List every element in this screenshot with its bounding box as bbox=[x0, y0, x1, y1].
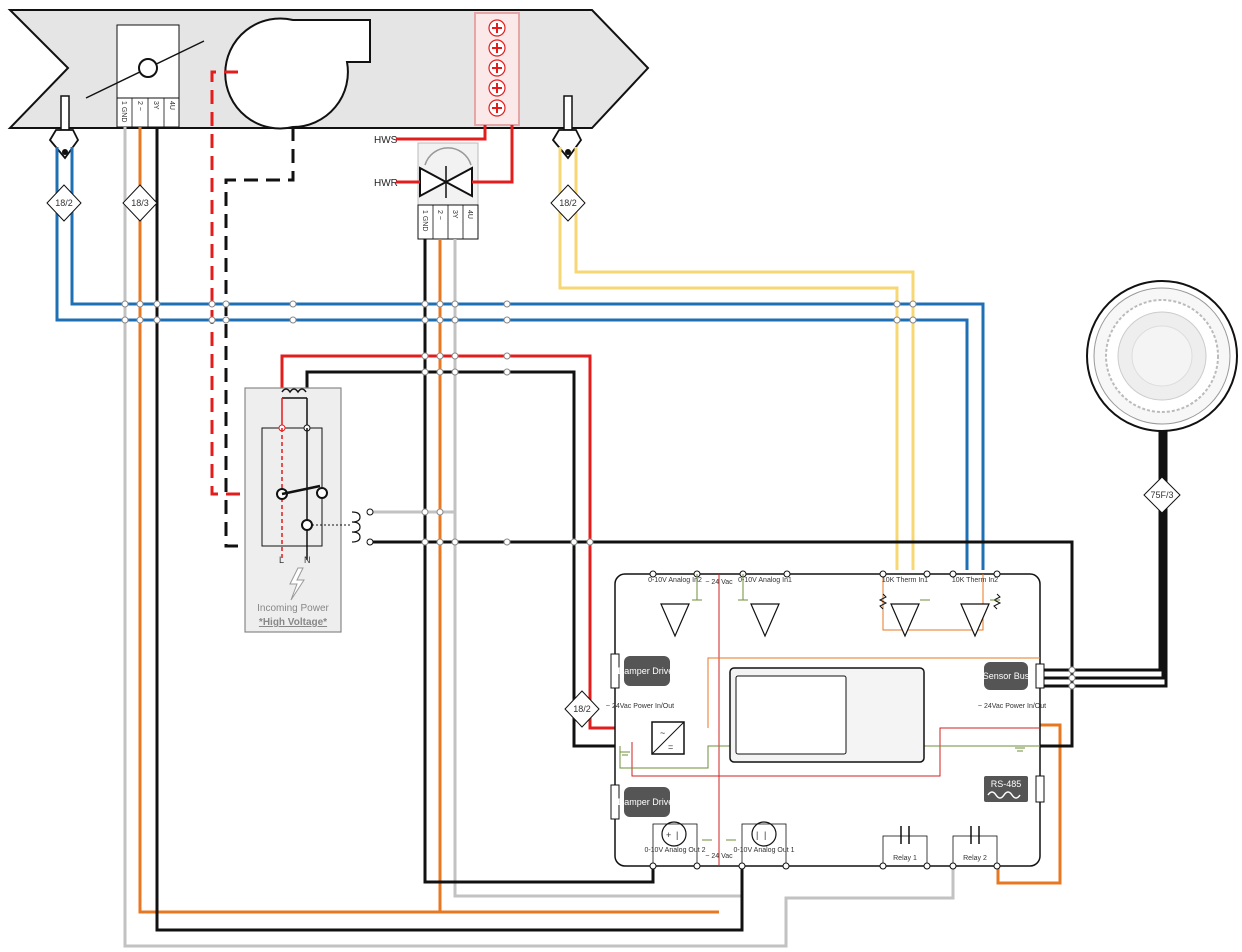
damper-driver-1: Damper Driver bbox=[610, 653, 677, 689]
thermistor-in2-block: 10K Therm In2 bbox=[949, 570, 1002, 638]
red-dashed-wire bbox=[210, 70, 268, 496]
hot-water-pipes bbox=[396, 125, 514, 184]
black-dashed-wire bbox=[224, 127, 295, 548]
cable-tag-power: 18/2 bbox=[564, 690, 600, 728]
damper-terminal-4: 4U bbox=[168, 101, 175, 110]
analog-in1-label: 0-10V Analog In1 bbox=[738, 577, 792, 584]
black-wires bbox=[155, 127, 1168, 932]
damper-terminal-1: 1 GND bbox=[120, 101, 127, 122]
high-voltage-warning: *High Voltage* bbox=[259, 617, 327, 628]
sensor-bus-label: Sensor Bus bbox=[983, 671, 1030, 681]
cable-tag-damper-actuator: 18/3 bbox=[122, 184, 158, 222]
analog-out1-block: | | 0-10V Analog Out 1 bbox=[733, 821, 795, 870]
power-left-label: ~ 24Vac Power In/Out bbox=[606, 703, 674, 710]
analog-in2-block: 0-10V Analog In2 bbox=[648, 570, 702, 638]
damper-terminal-3: 3Y bbox=[152, 101, 159, 110]
damper-driver-2-label: Damper Driver bbox=[618, 797, 677, 807]
hot-water-valve: 1 GND 2 ~ 3Y 4U bbox=[417, 142, 479, 240]
terminal-n: N bbox=[304, 555, 311, 565]
rs485-port: RS-485 bbox=[984, 775, 1045, 803]
thermistor-in2-label: 10K Therm In2 bbox=[952, 577, 998, 584]
red-wires bbox=[280, 354, 615, 730]
analog-out2-block: + | 0-10V Analog Out 2 bbox=[644, 821, 706, 870]
relay-2-block: Relay 2 bbox=[949, 826, 1001, 870]
cable-tag-room-sensor: 75F/3 bbox=[1143, 476, 1181, 514]
svg-text:+: + bbox=[666, 830, 671, 840]
room-sensor-icon bbox=[1086, 280, 1238, 432]
ground-icons bbox=[620, 599, 1025, 841]
orange-wires bbox=[138, 127, 1062, 914]
cable-tag-power-label: 18/2 bbox=[573, 704, 591, 714]
duct-sensor-right bbox=[551, 95, 583, 160]
heating-coil bbox=[474, 12, 520, 126]
damper-driver-2: Damper Driver bbox=[610, 784, 677, 820]
wire-crossovers bbox=[121, 300, 1076, 690]
fan-icon bbox=[224, 17, 371, 130]
damper-driver-1-label: Damper Driver bbox=[618, 666, 677, 676]
cable-tag-right-sensor: 18/2 bbox=[550, 184, 586, 222]
power-right-label: ~ 24Vac Power In/Out bbox=[978, 703, 1046, 710]
svg-text:~: ~ bbox=[660, 728, 665, 738]
yellow-sensor-wires bbox=[558, 147, 915, 570]
duct-sensor-left bbox=[48, 95, 80, 160]
cable-tag-left-sensor: 18/2 bbox=[46, 184, 82, 222]
valve-terminal-2: 2 ~ bbox=[436, 210, 443, 220]
power-supply-enclosure: L N Incoming Power *High Voltage* bbox=[244, 387, 350, 633]
relay-coil-icon bbox=[351, 508, 374, 546]
analog-out1-label: 0-10V Analog Out 1 bbox=[733, 847, 794, 854]
valve-terminal-4: 4U bbox=[466, 210, 473, 219]
cable-tag-left-sensor-label: 18/2 bbox=[55, 198, 73, 208]
thermistor-in1-block: 10K Therm In1 bbox=[878, 570, 931, 638]
terminal-l: L bbox=[279, 555, 284, 565]
sensor-bus: Sensor Bus bbox=[983, 662, 1045, 690]
relay-1-block: Relay 1 bbox=[879, 826, 931, 870]
damper-terminal-2: 2 ~ bbox=[136, 101, 143, 111]
svg-text:|: | bbox=[676, 830, 678, 840]
relay-1-label: Relay 1 bbox=[893, 855, 917, 862]
analog-in2-label: 0-10V Analog In2 bbox=[648, 577, 702, 584]
vac-top-label: ~ 24 Vac bbox=[705, 579, 733, 586]
hws-label: HWS bbox=[374, 135, 398, 146]
analog-out2-label: 0-10V Analog Out 2 bbox=[644, 847, 705, 854]
rs485-label: RS-485 bbox=[991, 779, 1022, 789]
damper-actuator: 1 GND 2 ~ 3Y 4U bbox=[85, 24, 205, 128]
thermistor-in1-label: 10K Therm In1 bbox=[882, 577, 928, 584]
power-converter-icon: ~ = bbox=[651, 721, 685, 755]
hwr-label: HWR bbox=[374, 178, 398, 189]
cable-tag-right-sensor-label: 18/2 bbox=[559, 198, 577, 208]
room-sensor-cable bbox=[1158, 430, 1168, 440]
svg-text:|: | bbox=[764, 830, 766, 840]
cable-tag-room-sensor-label: 75F/3 bbox=[1150, 490, 1173, 500]
controller-board: 0-10V Analog In2 0-10V Analog In1 ~ 24 V… bbox=[606, 570, 1046, 870]
valve-terminal-3: 3Y bbox=[451, 210, 458, 219]
analog-in1-block: 0-10V Analog In1 bbox=[738, 570, 792, 638]
svg-text:=: = bbox=[668, 742, 673, 752]
lightning-icon bbox=[289, 567, 305, 601]
blue-sensor-wires bbox=[55, 147, 985, 570]
cable-tag-damper-actuator-label: 18/3 bbox=[131, 198, 149, 208]
svg-text:|: | bbox=[756, 830, 758, 840]
valve-terminal-1: 1 GND bbox=[421, 210, 428, 231]
incoming-power-label: Incoming Power bbox=[257, 603, 329, 614]
relay-2-label: Relay 2 bbox=[963, 855, 987, 862]
vac-bottom-label: ~ 24 Vac bbox=[705, 853, 733, 860]
